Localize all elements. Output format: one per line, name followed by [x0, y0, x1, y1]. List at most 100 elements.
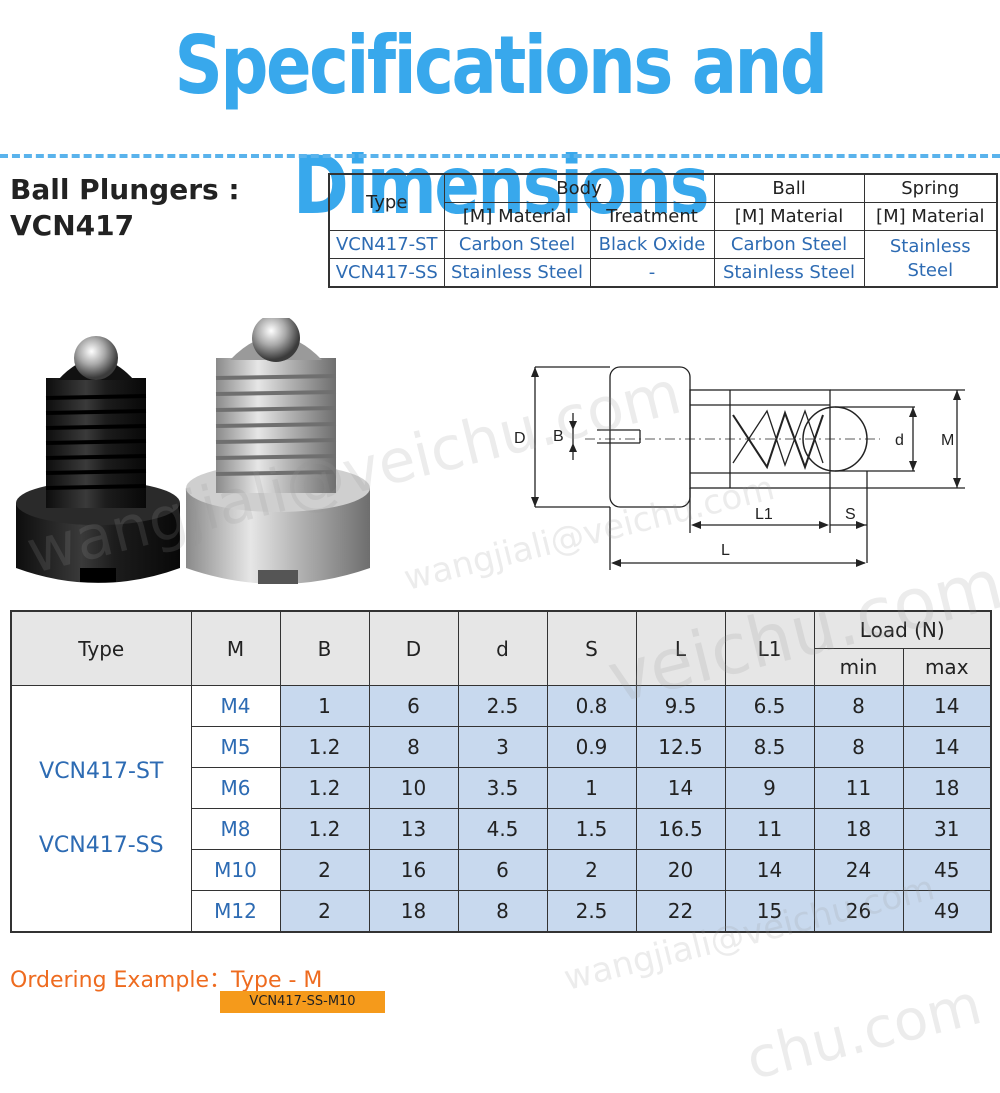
cell-L1: 14 [724, 849, 815, 891]
label-M: M [941, 432, 954, 449]
cell-L1: 11 [724, 808, 815, 850]
cell-load-min: 11 [813, 767, 904, 809]
spec-row-body-material: Carbon Steel [443, 230, 591, 259]
cell-load-max: 14 [902, 726, 992, 768]
header-load-min: min [813, 648, 904, 686]
product-line-2: VCN417 [10, 209, 135, 242]
spec-row-treatment: - [589, 258, 715, 288]
spec-spring-material: Stainless Steel [863, 230, 998, 288]
cell-L: 9.5 [635, 685, 726, 727]
cell-load-max: 45 [902, 849, 992, 891]
table-row: M10 2 16 6 2 20 14 24 45 [11, 849, 992, 891]
header-d: d [457, 610, 548, 686]
product-photo [16, 318, 370, 584]
label-L: L [721, 542, 730, 559]
cell-D: 13 [368, 808, 459, 850]
header-S: S [546, 610, 637, 686]
type-ss: VCN417-SS [38, 832, 164, 858]
cell-M: M8 [190, 808, 281, 850]
cell-D: 10 [368, 767, 459, 809]
cell-B: 1.2 [279, 808, 370, 850]
watermark: chu.com [740, 972, 988, 1093]
cell-d: 4.5 [457, 808, 548, 850]
cell-L1: 9 [724, 767, 815, 809]
spec-header-body: Body [443, 173, 715, 203]
cell-d: 3 [457, 726, 548, 768]
black-oxide-plunger [16, 336, 180, 583]
cell-L: 22 [635, 890, 726, 933]
cell-S: 0.8 [546, 685, 637, 727]
cell-L1: 15 [724, 890, 815, 933]
cell-S: 2 [546, 849, 637, 891]
header-D: D [368, 610, 459, 686]
cell-B: 2 [279, 890, 370, 933]
cell-B: 1.2 [279, 726, 370, 768]
dashed-divider [0, 154, 1000, 158]
cell-D: 18 [368, 890, 459, 933]
label-L1: L1 [755, 506, 773, 523]
cell-B: 1.2 [279, 767, 370, 809]
cell-load-min: 26 [813, 890, 904, 933]
spec-row-ball-material: Stainless Steel [713, 258, 865, 288]
cell-L: 14 [635, 767, 726, 809]
dimension-table: Type M B D d S L L1 Load (N) min max VCN… [10, 610, 992, 933]
head-outline [609, 366, 691, 508]
cell-load-min: 24 [813, 849, 904, 891]
cell-load-max: 31 [902, 808, 992, 850]
header-load-max: max [902, 648, 992, 686]
cell-M: M10 [190, 849, 281, 891]
cell-load-min: 8 [813, 685, 904, 727]
product-line-1: Ball Plungers : [10, 173, 240, 206]
spec-row-treatment: Black Oxide [589, 230, 715, 259]
material-spec-table: Type Body Ball Spring [M] Material Treat… [328, 173, 999, 288]
header-L1: L1 [724, 610, 815, 686]
spec-header-spring-material: [M] Material [863, 202, 998, 231]
header-L: L [635, 610, 726, 686]
cell-D: 8 [368, 726, 459, 768]
cell-L: 16.5 [635, 808, 726, 850]
spec-header-treatment: Treatment [589, 202, 715, 231]
cell-B: 1 [279, 685, 370, 727]
table-row: VCN417-ST VCN417-SS M4 1 6 2.5 0.8 9.5 6… [10, 685, 992, 933]
cell-D: 16 [368, 849, 459, 891]
type-st: VCN417-ST [39, 758, 164, 784]
label-B: B [553, 428, 564, 445]
cell-load-min: 8 [813, 726, 904, 768]
spec-row-type: VCN417-SS [328, 258, 445, 288]
spec-row-ball-material: Carbon Steel [713, 230, 865, 259]
cell-M: M12 [190, 890, 281, 933]
spec-row-type: VCN417-ST [328, 230, 445, 259]
cell-M: M4 [190, 685, 281, 727]
spec-header-body-material: [M] Material [443, 202, 591, 231]
header-B: B [279, 610, 370, 686]
dimension-drawing: D B d M L1 S L [514, 366, 965, 570]
cell-S: 2.5 [546, 890, 637, 933]
header-type: Type [10, 610, 192, 686]
cell-L1: 8.5 [724, 726, 815, 768]
type-cell: VCN417-ST VCN417-SS [10, 685, 192, 933]
cell-S: 0.9 [546, 726, 637, 768]
cell-S: 1 [546, 767, 637, 809]
cell-load-max: 18 [902, 767, 992, 809]
spec-header-ball: Ball [713, 173, 865, 203]
product-name: Ball Plungers : VCN417 [10, 172, 240, 244]
cell-D: 6 [368, 685, 459, 727]
header-load: Load (N) [813, 610, 992, 649]
cell-load-max: 49 [902, 890, 992, 933]
cell-load-min: 18 [813, 808, 904, 850]
spec-header-spring: Spring [863, 173, 998, 203]
table-row: M5 1.2 8 3 0.9 12.5 8.5 8 14 [11, 726, 992, 768]
cell-d: 3.5 [457, 767, 548, 809]
cell-S: 1.5 [546, 808, 637, 850]
cell-M: M6 [190, 767, 281, 809]
spec-row-body-material: Stainless Steel [443, 258, 591, 288]
cell-d: 6 [457, 849, 548, 891]
ordering-example-code: VCN417-SS-M10 [220, 991, 385, 1013]
table-row: M12 2 18 8 2.5 22 15 26 49 [11, 890, 992, 933]
label-S: S [845, 506, 856, 523]
cell-d: 2.5 [457, 685, 548, 727]
table-row: M8 1.2 13 4.5 1.5 16.5 11 18 31 [11, 808, 992, 850]
ordering-example-label: Ordering Example：Type - M [10, 968, 323, 993]
cell-M: M5 [190, 726, 281, 768]
cell-L1: 6.5 [724, 685, 815, 727]
